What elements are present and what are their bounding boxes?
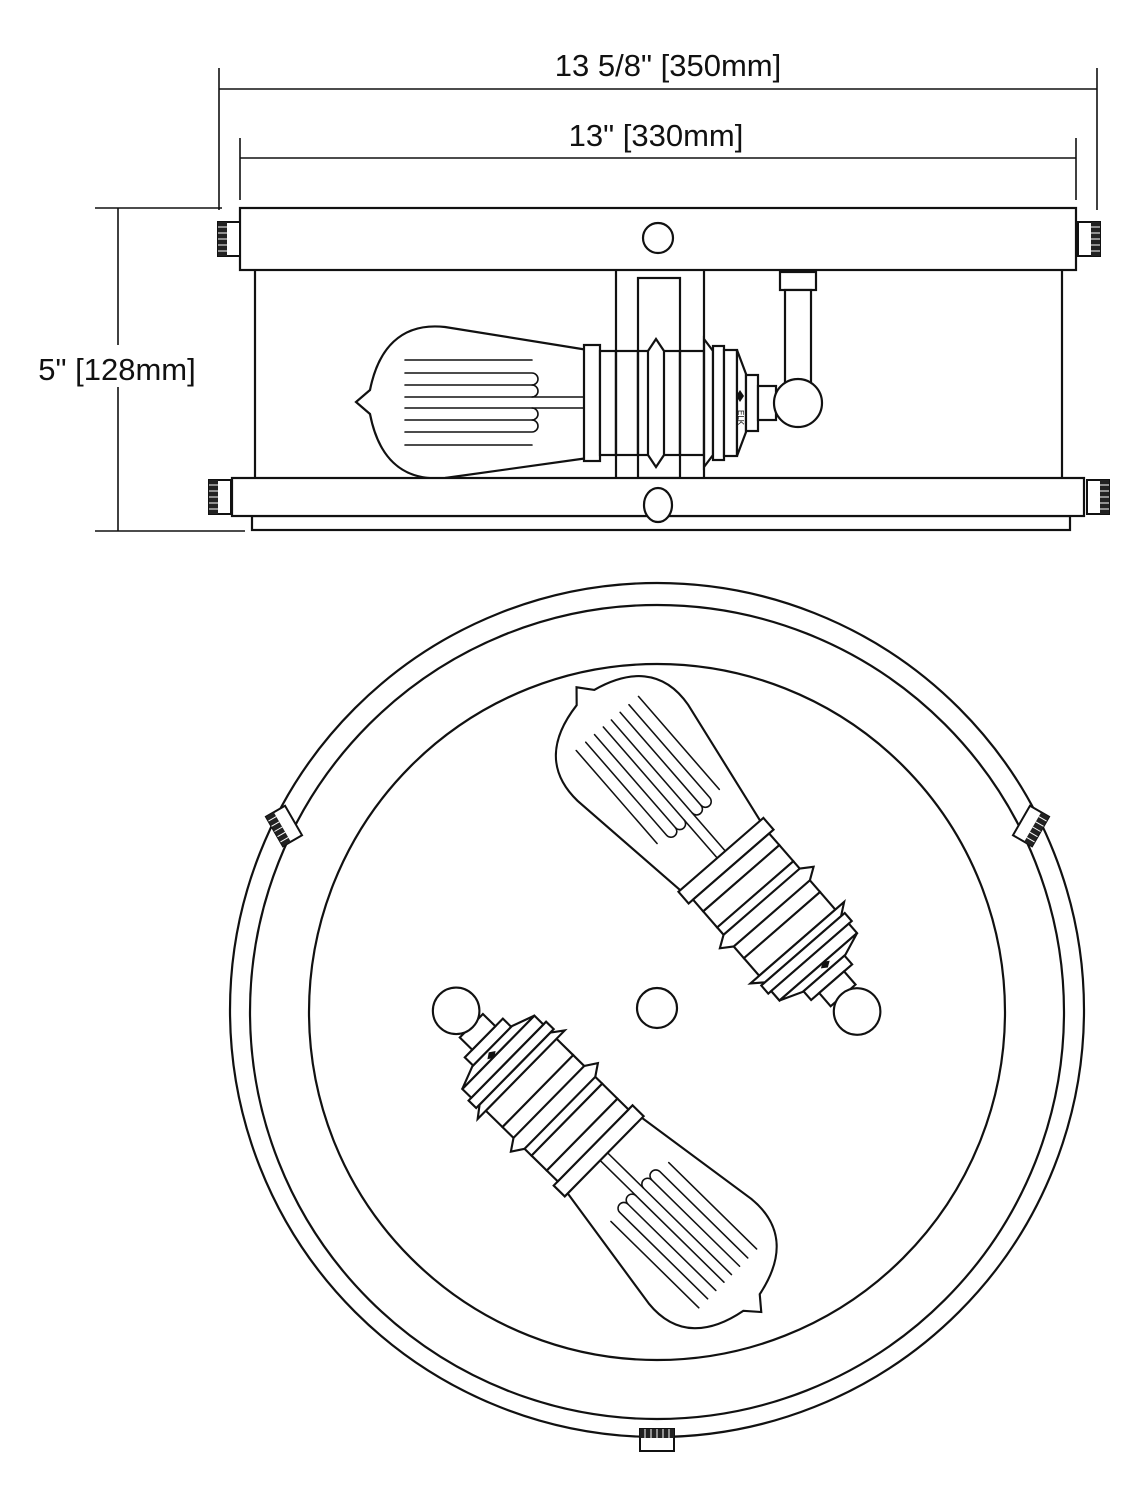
height-dimension [25,207,245,532]
overall-width-label: 13 5/8" [350mm] [555,48,781,83]
socket-marking: ELK [736,410,745,426]
overall-width-dimension [218,68,1098,210]
height-label: 5" [128mm] [38,352,195,387]
body-width-dimension [239,138,1077,200]
bottom-view [228,581,1086,1452]
body-width-label: 13" [330mm] [569,118,744,153]
side-view: ELK [208,206,1110,532]
